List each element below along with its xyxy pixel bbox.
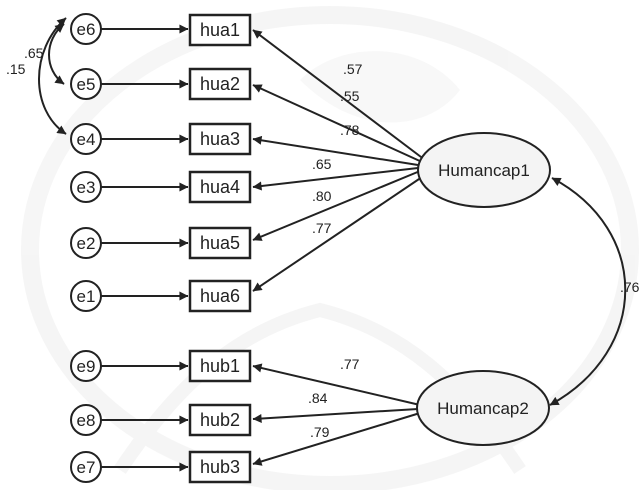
svg-text:e4: e4 (77, 130, 96, 149)
error-node-e7: e7 (70, 451, 102, 483)
error-node-e1: e1 (70, 280, 102, 312)
svg-text:e7: e7 (77, 458, 96, 477)
error-node-e2: e2 (70, 227, 102, 259)
latent-humancap2: Humancap2 (416, 370, 550, 446)
error-node-e8: e8 (70, 404, 102, 436)
svg-text:hua3: hua3 (200, 129, 240, 149)
loading-hub2: .84 (308, 390, 328, 406)
loading-coefficients: .57 .55 .78 .65 .80 .77 .77 .84 .79 (308, 61, 363, 440)
svg-text:e6: e6 (77, 20, 96, 39)
indicator-hua5: hua5 (188, 226, 252, 260)
error-covariance-arcs (38, 17, 67, 135)
loading-paths (252, 29, 426, 466)
svg-text:Humancap1: Humancap1 (438, 161, 530, 180)
svg-text:hua6: hua6 (200, 286, 240, 306)
svg-text:hua5: hua5 (200, 233, 240, 253)
svg-text:hub2: hub2 (200, 410, 240, 430)
loading-hua5: .80 (312, 188, 332, 204)
svg-text:hub1: hub1 (200, 356, 240, 376)
svg-text:e3: e3 (77, 178, 96, 197)
indicator-hua2: hua2 (188, 67, 252, 101)
indicator-hua4: hua4 (188, 170, 252, 204)
loading-hub1: .77 (340, 356, 360, 372)
covariance-e6-e5: .65 (24, 45, 44, 61)
error-node-e6: e6 (70, 13, 102, 45)
correlation-humancap1-humancap2: .76 (620, 279, 640, 295)
svg-text:e8: e8 (77, 411, 96, 430)
indicator-hua6: hua6 (188, 279, 252, 313)
error-paths (101, 24, 189, 472)
indicator-hub1: hub1 (188, 349, 252, 383)
svg-text:e5: e5 (77, 75, 96, 94)
svg-text:Humancap2: Humancap2 (437, 399, 529, 418)
loading-hua1: .57 (343, 61, 363, 77)
covariance-e6-e4: .15 (6, 61, 26, 77)
indicator-hua1: hua1 (188, 13, 252, 47)
indicator-hub3: hub3 (188, 450, 252, 484)
loading-hua4: .65 (312, 156, 332, 172)
latent-humancap1: Humancap1 (417, 132, 551, 208)
svg-text:hua2: hua2 (200, 74, 240, 94)
svg-text:e9: e9 (77, 357, 96, 376)
svg-text:hua1: hua1 (200, 20, 240, 40)
loading-hua2: .55 (340, 88, 360, 104)
latent-correlation-arc (549, 177, 627, 406)
error-node-e3: e3 (70, 171, 102, 203)
indicator-hua3: hua3 (188, 122, 252, 156)
svg-text:hua4: hua4 (200, 177, 240, 197)
svg-text:hub3: hub3 (200, 457, 240, 477)
indicator-nodes: hua1 hua2 hua3 hua4 hua5 hua6 hub1 hub2 (188, 13, 252, 484)
indicator-hub2: hub2 (188, 403, 252, 437)
svg-text:e1: e1 (77, 287, 96, 306)
error-nodes: e6 e5 e4 e3 e2 e1 e9 e8 (70, 13, 102, 483)
loading-hub3: .79 (310, 424, 330, 440)
svg-text:e2: e2 (77, 234, 96, 253)
error-node-e4: e4 (70, 123, 102, 155)
loading-hua3: .78 (340, 122, 360, 138)
error-node-e9: e9 (70, 350, 102, 382)
error-node-e5: e5 (70, 68, 102, 100)
loading-hua6: .77 (312, 220, 332, 236)
